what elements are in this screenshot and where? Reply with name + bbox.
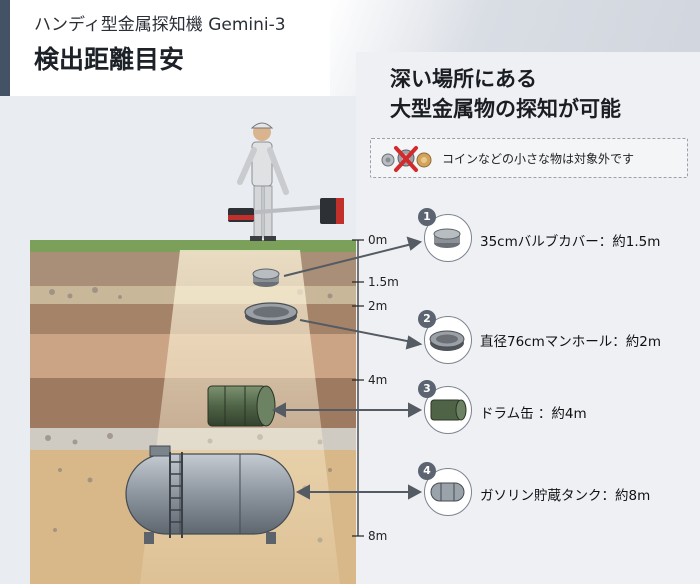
- callout-number-1: 1: [418, 208, 436, 226]
- manhole-icon: [424, 316, 472, 364]
- tank-object: [125, 445, 295, 544]
- drum-object: [207, 385, 276, 427]
- valve-cover-object: [252, 268, 280, 287]
- header-accent-bar: [0, 0, 10, 96]
- callout-number-3: 3: [418, 380, 436, 398]
- tagline: 深い場所にある 大型金属物の探知が可能: [390, 64, 621, 124]
- callout-label-2: 直径76cmマンホール：約2m: [480, 334, 661, 350]
- callout-label-4: ガソリン貯蔵タンク：約8m: [480, 488, 651, 504]
- callout-label-3: ドラム缶 ：約4m: [480, 406, 587, 422]
- coins-crossed-icon: [381, 146, 432, 172]
- callout-number-2: 2: [418, 310, 436, 328]
- operator-figure: [228, 122, 344, 241]
- tagline-line-1: 深い場所にある: [390, 67, 537, 91]
- depth-label-4m: 4m: [368, 373, 388, 387]
- page-title: ハンディ型金属探知機 Gemini-3: [34, 15, 286, 35]
- depth-label-2m: 2m: [368, 299, 388, 313]
- depth-label-8m: 8m: [368, 529, 388, 543]
- callout-arrows: [271, 236, 423, 500]
- tagline-line-2: 大型金属物の探知が可能: [390, 97, 621, 121]
- note-text: コインなどの小さな物は対象外です: [442, 152, 635, 166]
- page-subtitle: 検出距離目安: [34, 45, 185, 74]
- callout-number-4: 4: [418, 462, 436, 480]
- depth-ruler: [352, 239, 364, 537]
- callout-label-1: 35cmバルブカバー：約1.5m: [480, 234, 661, 250]
- drum-icon: [424, 386, 472, 434]
- manhole-object: [244, 302, 298, 325]
- depth-label-0m: 0m: [368, 233, 388, 247]
- depth-label-1-5m: 1.5m: [368, 275, 399, 289]
